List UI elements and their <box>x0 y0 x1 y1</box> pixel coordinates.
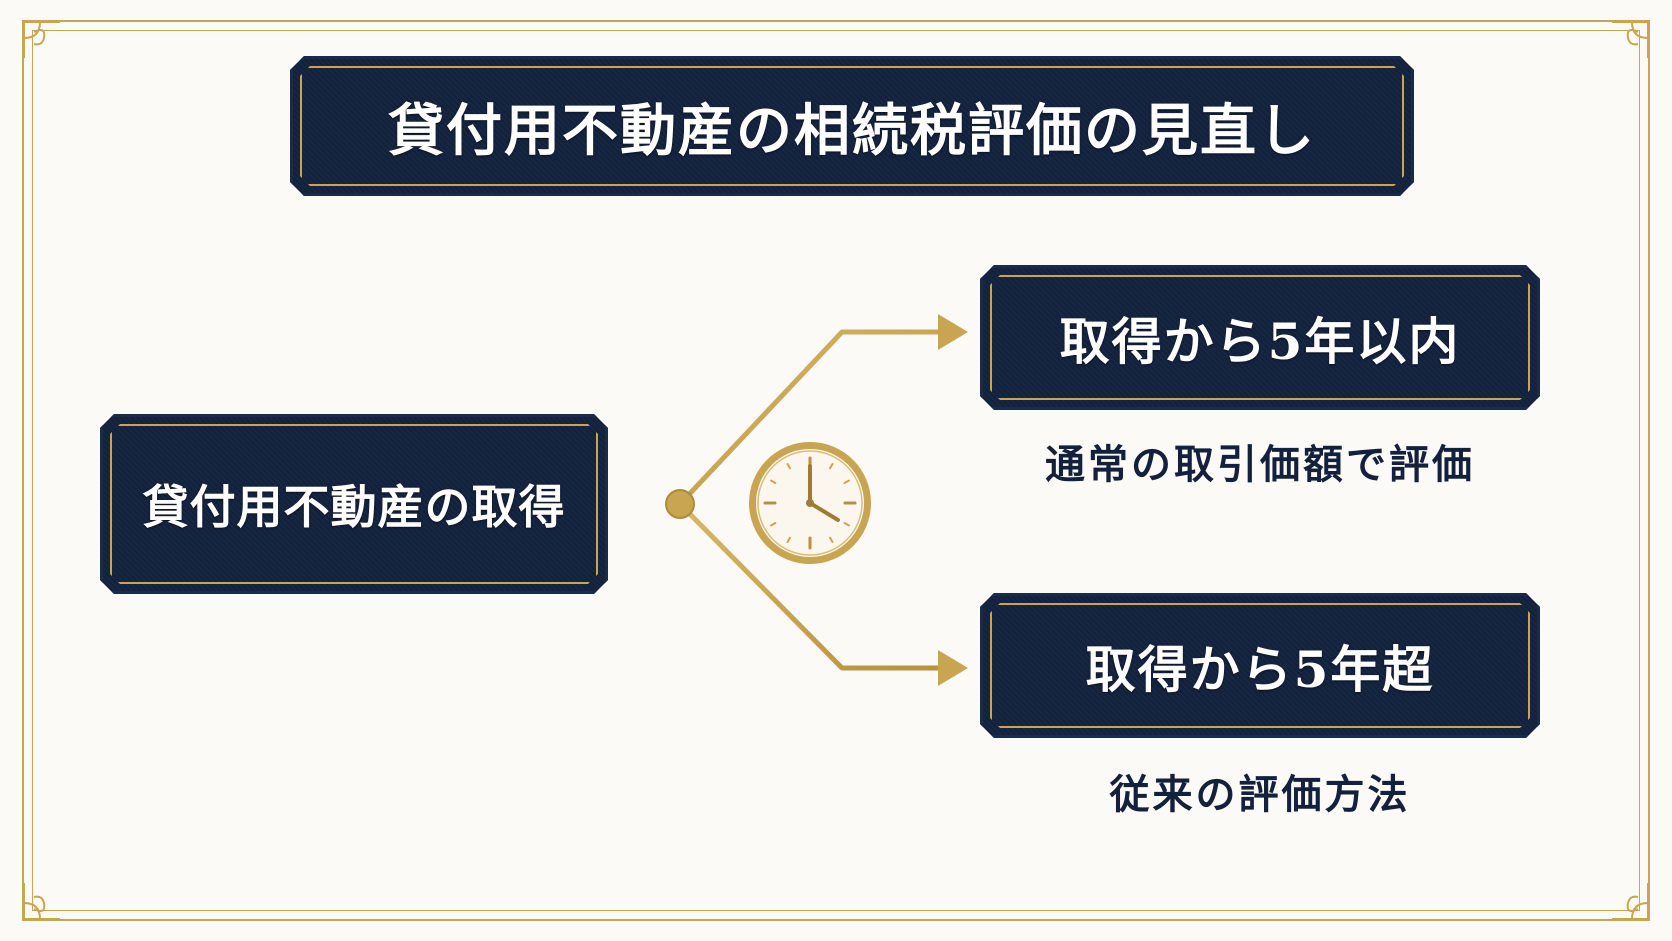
source-node: 貸付用不動産の取得 <box>100 414 608 594</box>
branch-node-border <box>990 275 1530 400</box>
inner-frame <box>32 30 1640 911</box>
branch-caption-over-5-years: 従来の評価方法 <box>1109 771 1411 818</box>
page-title: 貸付用不動産の相続税評価の見直し <box>388 97 1316 164</box>
junction-node <box>665 489 695 519</box>
outer-frame <box>22 20 1650 921</box>
clock-icon <box>749 442 871 564</box>
title-banner-border <box>300 66 1404 186</box>
ornament-corner-bottom-right-icon <box>1612 883 1649 920</box>
title-banner: 貸付用不動産の相続税評価の見直し <box>290 56 1414 196</box>
branch-node-label: 取得から5年超 <box>1085 639 1435 699</box>
ornament-corner-top-left-icon <box>23 21 60 58</box>
source-node-label: 貸付用不動産の取得 <box>142 480 566 534</box>
ornament-corner-bottom-left-icon <box>23 883 60 920</box>
branch-node-border <box>990 603 1530 728</box>
arrow-icon <box>938 314 968 350</box>
branch-node-label: 取得から5年以内 <box>1059 311 1461 371</box>
branch-node-within-5-years: 取得から5年以内 <box>980 265 1540 410</box>
source-node-border <box>110 424 598 584</box>
arrow-icon <box>938 650 968 686</box>
branch-caption-within-5-years: 通常の取引価額で評価 <box>1045 441 1475 488</box>
branch-node-over-5-years: 取得から5年超 <box>980 593 1540 738</box>
ornament-corner-top-right-icon <box>1612 21 1649 58</box>
